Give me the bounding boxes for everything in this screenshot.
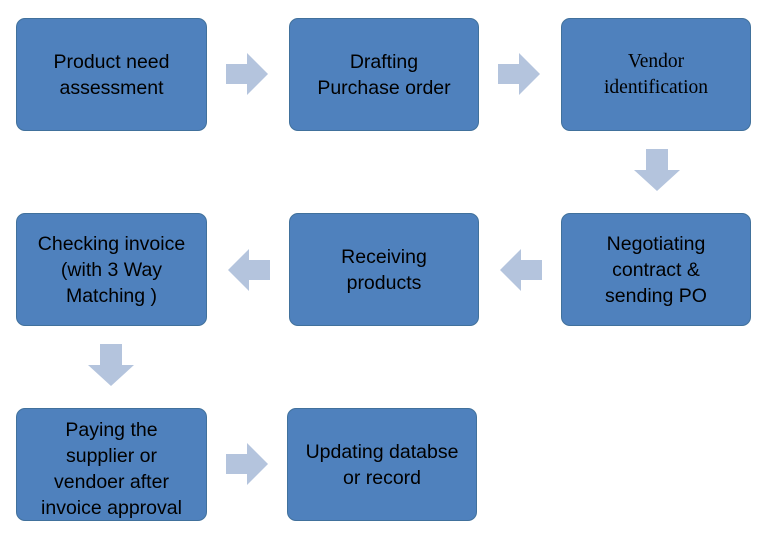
- node-label: Paying the supplier or vendoer after inv…: [41, 419, 182, 519]
- arrow-down-icon: [634, 149, 680, 191]
- arrow-right-icon: [226, 53, 268, 95]
- arrow-right-icon: [498, 53, 540, 95]
- node-paying-supplier: Paying the supplier or vendoer after inv…: [16, 408, 207, 521]
- node-product-need-assessment: Product need assessment: [16, 18, 207, 131]
- node-negotiating-contract: Negotiating contract & sending PO: [561, 213, 751, 326]
- node-label: Drafting Purchase order: [317, 50, 451, 99]
- node-label: Receiving products: [341, 245, 427, 294]
- node-label: Negotiating contract & sending PO: [605, 232, 707, 307]
- node-vendor-identification: Vendor identification: [561, 18, 751, 131]
- arrow-right-icon: [226, 443, 268, 485]
- node-label: Updating databse or record: [305, 440, 459, 489]
- node-updating-database: Updating databse or record: [287, 408, 477, 521]
- node-label: Checking invoice (with 3 Way Matching ): [37, 232, 186, 307]
- node-checking-invoice: Checking invoice (with 3 Way Matching ): [16, 213, 207, 326]
- node-receiving-products: Receiving products: [289, 213, 479, 326]
- node-label: Vendor identification: [604, 50, 708, 98]
- node-label: Product need assessment: [53, 50, 170, 99]
- arrow-left-icon: [500, 249, 542, 291]
- arrow-left-icon: [228, 249, 270, 291]
- arrow-down-icon: [88, 344, 134, 386]
- node-drafting-purchase-order: Drafting Purchase order: [289, 18, 479, 131]
